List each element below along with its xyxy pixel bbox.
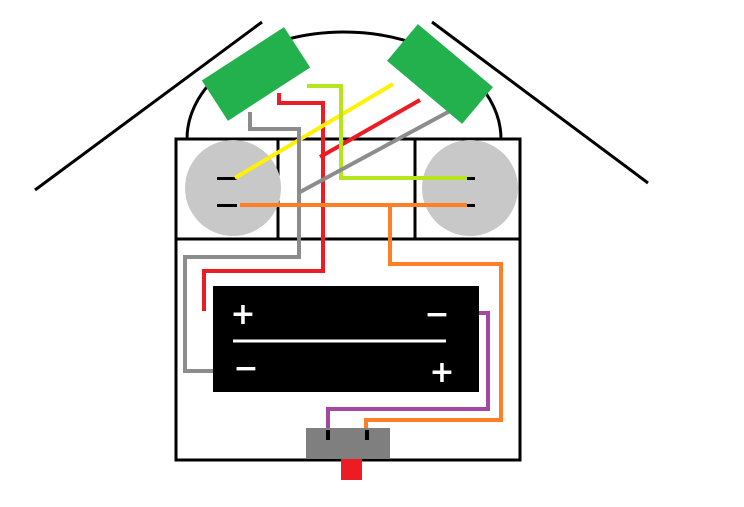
battery-bottom-right-sign: +: [429, 355, 454, 390]
gray-wire-sensor: [299, 109, 451, 194]
left-motor-terminal-top: [217, 177, 237, 180]
lime-wire: [307, 84, 467, 180]
right-sensor: [387, 24, 493, 124]
power-switch-lever[interactable]: [341, 459, 362, 480]
battery-pack: [213, 286, 479, 392]
right-whisker: [431, 20, 649, 185]
left-sensor: [201, 27, 311, 121]
battery-bottom-left-sign: −: [233, 351, 258, 386]
purple-wire: [326, 311, 490, 430]
red-wire-battery: [202, 93, 325, 311]
right-motor: [422, 140, 518, 236]
red-wire-sensor: [319, 98, 421, 159]
switch-pin-right: [365, 430, 369, 440]
switch-pin-left: [326, 430, 330, 440]
left-motor: [185, 140, 281, 236]
left-whisker: [34, 20, 263, 192]
battery-top-left-sign: +: [230, 297, 255, 332]
yellow-wire: [233, 82, 395, 180]
right-motor-bracket: [413, 137, 522, 239]
left-motor-terminal-bottom: [217, 204, 237, 207]
gray-wire-battery: [183, 112, 301, 373]
orange-wire-switch: [364, 207, 503, 437]
battery-top-right-sign: −: [424, 297, 449, 332]
power-switch-body: [306, 428, 390, 459]
